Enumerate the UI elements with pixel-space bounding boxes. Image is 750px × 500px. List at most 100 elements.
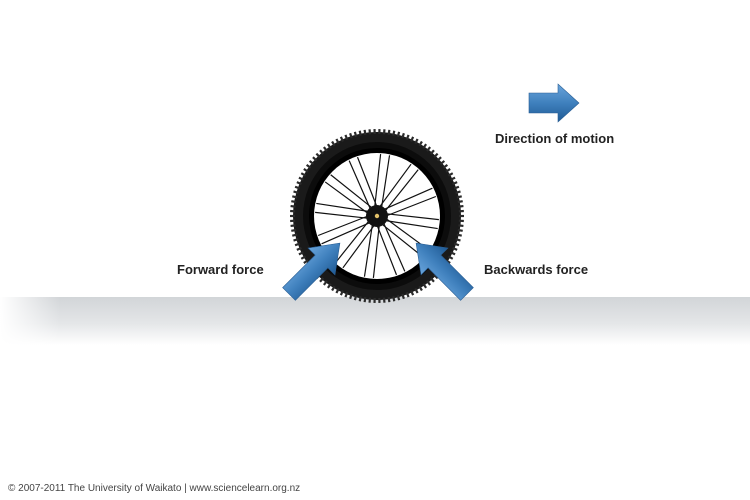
tread-knob <box>344 292 349 298</box>
tread-knob <box>414 288 419 294</box>
wheel-spoke <box>356 156 378 208</box>
tread-knob <box>433 152 439 158</box>
wheel-spoke <box>376 224 398 276</box>
tread-knob <box>358 296 362 302</box>
tread-knob <box>339 136 344 142</box>
backward-force-arrow-icon <box>415 242 474 301</box>
tread-knob <box>292 195 298 199</box>
tread-knob <box>339 290 344 296</box>
tread-knob <box>405 134 410 140</box>
tread-knob <box>453 185 460 190</box>
tread-knob <box>290 224 296 228</box>
wheel-spoke <box>384 219 438 230</box>
tread-knob <box>322 280 328 286</box>
tread-knob <box>392 296 396 302</box>
tread-knob <box>349 132 353 139</box>
tread-knob <box>456 195 462 199</box>
tread-knob <box>455 190 461 194</box>
wheel-spoke <box>383 187 433 211</box>
wheel-spoke <box>372 224 380 278</box>
tread-knob <box>426 146 432 152</box>
right-arrow-icon <box>528 83 580 123</box>
tread-knob <box>296 246 302 251</box>
tread-knob <box>458 224 464 228</box>
tread-knob <box>450 176 456 181</box>
tread-knob <box>305 163 312 169</box>
wheel-spoke <box>382 222 406 272</box>
tread-knob <box>298 251 304 256</box>
tread-knob <box>387 129 391 135</box>
tread-knob <box>439 160 446 165</box>
tread-knob <box>422 143 428 149</box>
tread-knob <box>447 255 454 260</box>
tread-knob <box>353 295 358 301</box>
backwards-force-label: Backwards force <box>484 262 589 277</box>
tread-knob <box>429 277 435 283</box>
forward-force-label: Forward force <box>177 262 264 277</box>
tread-knob <box>303 259 309 264</box>
tread-knob <box>447 172 454 177</box>
tread-knob <box>414 138 419 144</box>
tread-knob <box>319 149 325 155</box>
tread-knob <box>445 168 451 173</box>
tread-knob <box>452 181 458 186</box>
forward-force-arrow-icon <box>282 242 341 301</box>
tread-knob <box>308 160 315 165</box>
tread-knob <box>291 228 297 232</box>
wheel-spoke <box>317 215 369 237</box>
tread-knob <box>335 138 340 144</box>
wheel-spoke <box>385 213 439 221</box>
tread-knob <box>457 228 463 232</box>
tread-knob <box>335 288 340 294</box>
wheel-spoke <box>363 223 374 277</box>
wheel-spoke <box>321 221 371 245</box>
tread-knob <box>290 204 296 208</box>
tread-knob <box>300 255 307 260</box>
wheel-spoke <box>342 224 376 269</box>
wheel-spoke <box>384 169 419 212</box>
tread-knob <box>353 131 358 137</box>
tread-knob <box>450 251 456 256</box>
tread-knob <box>429 149 435 155</box>
tread-knob <box>331 285 336 292</box>
tread-knob <box>296 181 302 186</box>
wheel-spoke <box>381 223 424 258</box>
tread-knob <box>315 152 321 158</box>
tread-knob <box>418 140 423 147</box>
tread-knob <box>331 140 336 147</box>
tread-knob <box>405 292 410 298</box>
tread-knob <box>426 280 432 286</box>
wheel-spoke <box>378 163 412 208</box>
tread-knob <box>452 246 458 251</box>
wheel-spokes <box>315 154 439 278</box>
tread-knob <box>293 238 299 242</box>
tread-knob <box>458 204 464 208</box>
tread-knob <box>456 233 462 237</box>
tread-knob <box>292 233 298 237</box>
tread-knob <box>326 283 332 289</box>
tread-knob <box>436 156 442 162</box>
tread-knob <box>422 283 428 289</box>
tread-knob <box>455 238 461 242</box>
tread-knob <box>410 136 415 142</box>
tread-knob <box>442 163 449 169</box>
copyright-footer: © 2007-2011 The University of Waikato | … <box>8 483 301 494</box>
wheel-spoke <box>385 195 437 217</box>
tread-knob <box>457 200 463 204</box>
tread-knob <box>294 185 301 190</box>
tread-knob <box>363 297 367 303</box>
wheel-spoke <box>380 155 391 209</box>
tread-knob <box>433 274 439 280</box>
direction-of-motion-label: Direction of motion <box>495 131 615 146</box>
tread-knob <box>387 297 391 303</box>
wheel-spoke <box>348 160 372 210</box>
tread-knob <box>349 293 353 300</box>
tread-knob <box>453 242 460 247</box>
wheel-spoke <box>324 181 369 215</box>
tread-knob <box>293 190 299 194</box>
tread-knob <box>312 156 318 162</box>
tread-knob <box>363 129 367 135</box>
tread-knob <box>326 143 332 149</box>
wheel-spoke <box>315 211 369 219</box>
